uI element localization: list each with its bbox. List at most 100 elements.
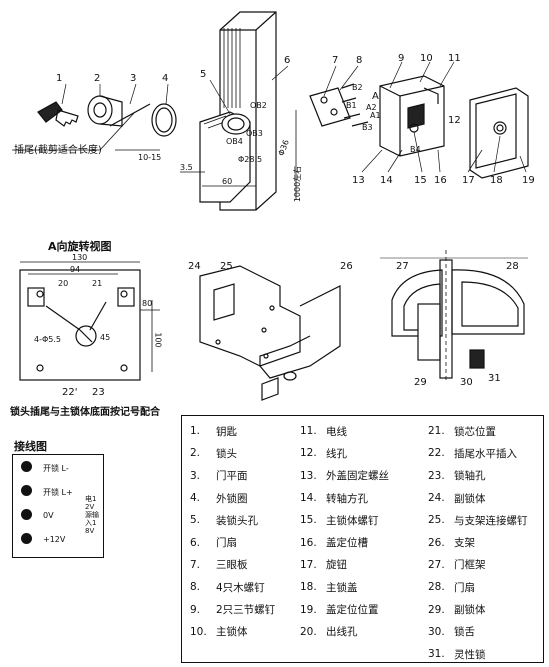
tail-rod	[109, 103, 151, 127]
power-note: 电12V源输入18V	[85, 495, 99, 535]
legend-item: 13. 外盖固定螺丝	[300, 465, 389, 487]
legend-item-number: 24.	[428, 492, 445, 505]
lock-cylinder-drawing	[87, 95, 123, 127]
legend-item-number: 3.	[190, 469, 201, 482]
legend-item-number: 5.	[190, 514, 201, 527]
dimension-lines	[12, 110, 297, 200]
callout-26: 26	[340, 261, 353, 272]
legend-item-number: 29.	[428, 603, 445, 616]
legend-item: 8.4只木螺钉	[190, 576, 275, 598]
wiring-diagram: 开锁 L- 开锁 L+ 0V +12V 电12V源输入18V	[12, 454, 104, 558]
dim-130: 130	[72, 253, 88, 262]
callout-1: 1	[56, 73, 63, 84]
legend-item: 24. 副锁体	[428, 487, 528, 509]
legend-item: 5.装锁头孔	[190, 509, 275, 531]
callout-4: 4	[162, 73, 169, 84]
legend-item-number: 21.	[428, 425, 445, 438]
legend-item-number: 30.	[428, 625, 445, 638]
terminal-dot	[21, 485, 32, 496]
terminal-label: +12V	[43, 535, 66, 544]
callout-9: 9	[398, 53, 405, 64]
legend-item: 21.锁芯位置	[428, 420, 528, 442]
legend-item-number: 23.	[428, 469, 445, 482]
legend-item-text: 主锁盖	[326, 581, 358, 594]
legend-item-text: 钥匙	[216, 425, 237, 438]
callout-27: 27	[396, 261, 409, 272]
legend-item: 30.锁舌	[428, 621, 528, 643]
legend-item-number: 16.	[300, 536, 317, 549]
legend-item-text: 外锁圈	[216, 492, 248, 505]
legend-item-number: 4.	[190, 492, 201, 505]
legend-item-text: 插尾水平插入	[454, 447, 517, 460]
callout-17: 17	[462, 175, 475, 186]
legend-item: 25.与支架连接螺钉	[428, 509, 528, 531]
legend-item: 12. 线孔	[300, 442, 389, 464]
three-hole-plate-drawing	[309, 83, 369, 127]
legend-item: 27.门框架	[428, 554, 528, 576]
terminal-dot	[21, 509, 32, 520]
dim-3-5: 3.5	[180, 163, 193, 172]
terminal-label: 开锁 L+	[43, 488, 73, 497]
label-b4: B4	[410, 145, 421, 154]
callout-3: 3	[130, 73, 137, 84]
legend-item-number: 13.	[300, 469, 317, 482]
rotated-view-caption: 锁头插尾与主锁体底面按记号配合	[10, 407, 160, 418]
legend-item-text: 线孔	[326, 447, 347, 460]
legend-item-text: 门平面	[216, 470, 248, 483]
callout-24: 24	[188, 261, 201, 272]
label-ob3: OB3	[246, 129, 263, 138]
key-drawing	[37, 101, 79, 127]
legend-item-number: 9.	[190, 603, 201, 616]
callout-28: 28	[506, 261, 519, 272]
legend-item: 1. 钥匙	[190, 420, 275, 442]
legend-item-text: 2只三节螺钉	[216, 604, 276, 617]
legend-item-number: 1.	[190, 425, 201, 438]
callout-7: 7	[332, 55, 339, 66]
dim-phi-28-5: Φ28.5	[238, 155, 263, 164]
door-leaf-drawing	[199, 11, 277, 211]
callout-8: 8	[356, 55, 363, 66]
callout-14: 14	[380, 175, 393, 186]
lock-cover-drawing	[469, 87, 529, 179]
dim-45: 45	[100, 333, 111, 342]
callout-31: 31	[488, 373, 501, 384]
callout-11: 11	[448, 53, 461, 64]
legend-item-text: 外盖固定螺丝	[326, 470, 389, 483]
legend-item-text: 主锁体	[216, 626, 248, 639]
dim-100: 100	[153, 332, 163, 348]
legend-item-text: 转轴方孔	[326, 492, 368, 505]
dim-94: 94	[70, 265, 81, 274]
legend-item-number: 22.	[428, 447, 445, 460]
lock-ring-drawing	[151, 103, 177, 137]
legend-column-3: 21.锁芯位置 22. 插尾水平插入 23.锁轴孔 24. 副锁体 25.与支架连接螺钉 26…	[428, 420, 528, 665]
legend-item: 22. 插尾水平插入	[428, 442, 528, 464]
label-ob2: OB2	[250, 101, 267, 110]
legend-item: 20.出线孔	[300, 621, 389, 643]
legend-item: 29. 副锁体	[428, 598, 528, 620]
legend-item-text: 副锁体	[454, 604, 486, 617]
legend-item-text: 盖定位槽	[326, 537, 368, 550]
legend-item-number: 11.	[300, 425, 317, 438]
legend-item: 28.门扇	[428, 576, 528, 598]
rotated-view-title: A向旋转视图	[48, 240, 112, 253]
callout-18: 18	[490, 175, 503, 186]
callout-2: 2	[94, 73, 101, 84]
legend-item-number: 26.	[428, 536, 445, 549]
dim-20: 20	[58, 279, 69, 288]
dim-80: 80	[142, 299, 153, 308]
legend-item: 2.锁头	[190, 442, 275, 464]
legend-item-text: 出线孔	[326, 626, 358, 639]
terminal-label: 0V	[43, 511, 54, 520]
legend-item-number: 25.	[428, 514, 445, 527]
legend-item: 23.锁轴孔	[428, 465, 528, 487]
legend-item-text: 电线	[326, 425, 347, 438]
legend-item-number: 12.	[300, 447, 317, 460]
legend-item-text: 副锁体	[454, 492, 486, 505]
callout-19: 19	[522, 175, 535, 186]
callout-16: 16	[434, 175, 447, 186]
terminal-dot	[21, 533, 32, 544]
